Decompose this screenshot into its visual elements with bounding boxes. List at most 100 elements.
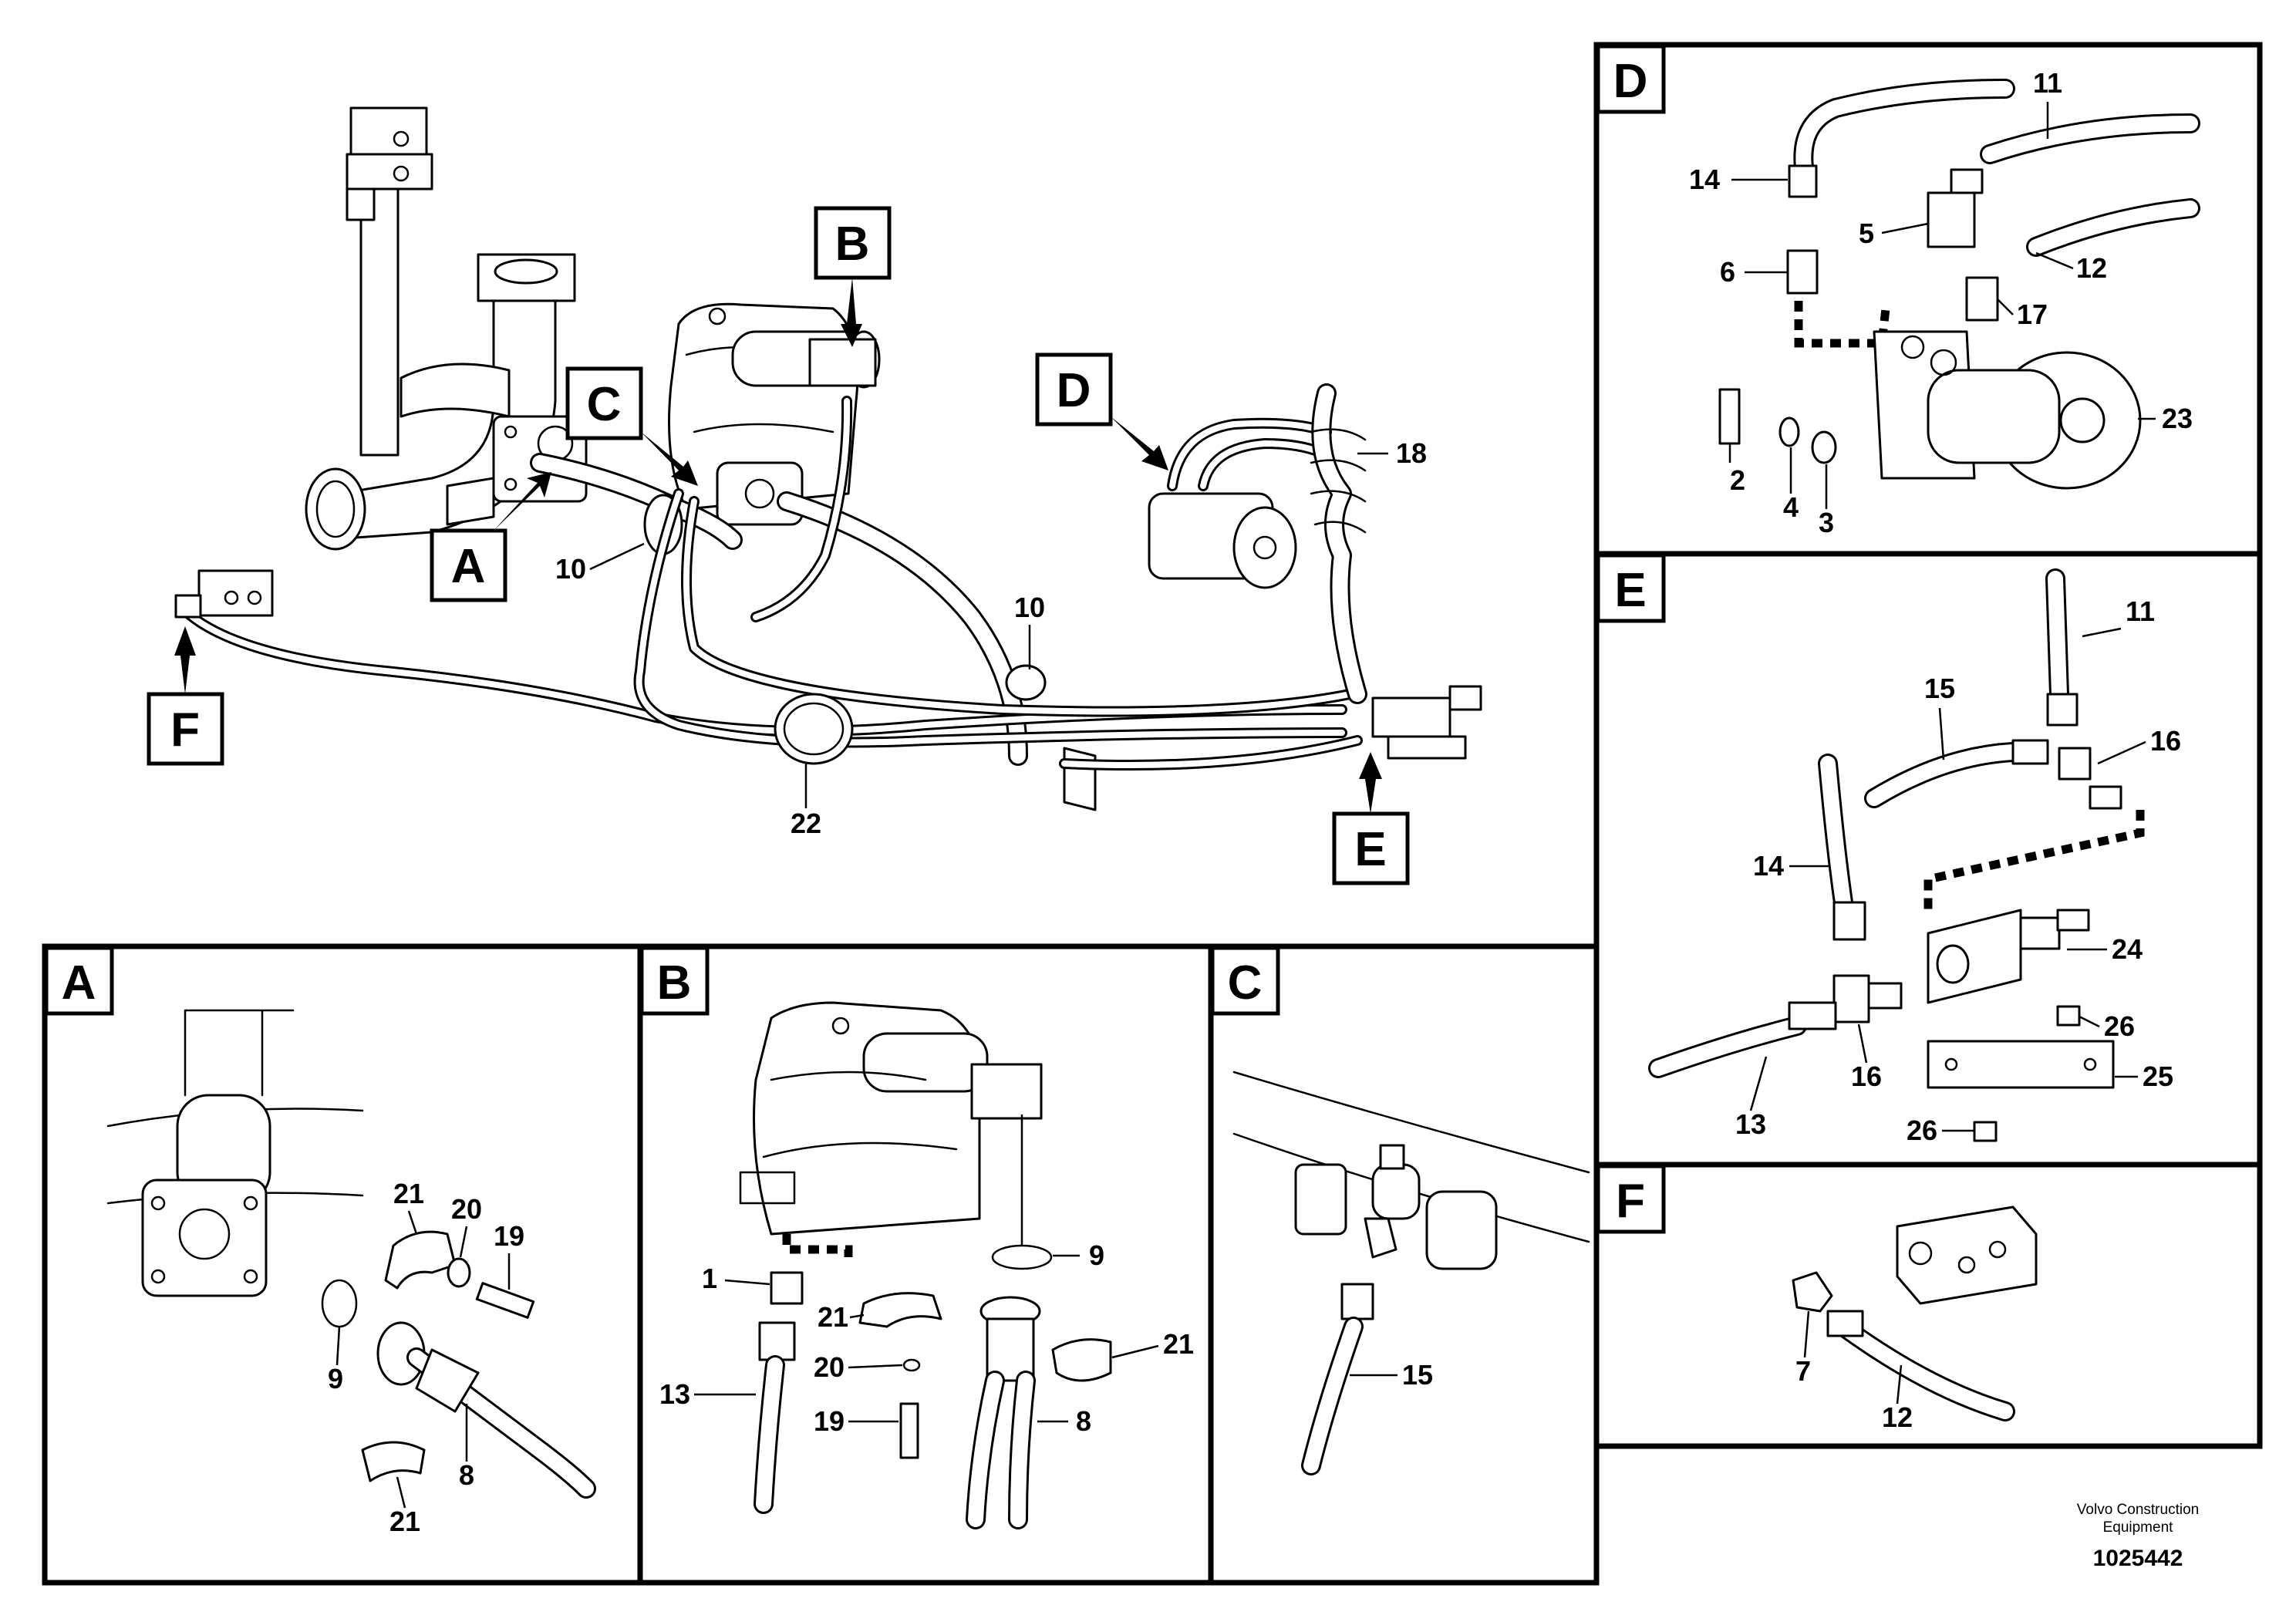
- panel-d-label: D: [1613, 55, 1648, 108]
- main-callouts: A B C D E F 10 10 18 22: [147, 206, 1427, 885]
- panel-e-label-box: [1596, 553, 1666, 623]
- d-part-23: 23: [2162, 403, 2193, 434]
- e-tee-16-lower: [1832, 974, 1870, 1023]
- callout-f-label: F: [170, 703, 200, 757]
- panel-b-label: B: [657, 956, 692, 1010]
- a-part-21-upper: 21: [393, 1178, 424, 1209]
- b-clamp-21-left: [858, 1292, 942, 1328]
- e-tee-16-upper: [2058, 747, 2092, 781]
- panel-b: B 1 9 21: [639, 946, 1194, 1529]
- b-part-19: 19: [814, 1405, 845, 1437]
- e-part-14: 14: [1753, 850, 1784, 882]
- d-part-6: 6: [1720, 256, 1735, 288]
- e-bolt-26-lower: [1973, 1121, 1998, 1142]
- document-number: 1025442: [2093, 1546, 2183, 1571]
- f-part-12: 12: [1882, 1401, 1913, 1433]
- main-view-drawing: [174, 106, 1482, 811]
- b-o-ring-9: [991, 1244, 1053, 1270]
- a-part-8: 8: [459, 1459, 474, 1491]
- callout-d-label: D: [1057, 364, 1091, 417]
- panel-a-label: A: [62, 956, 96, 1010]
- a-o-ring-9: [321, 1279, 358, 1328]
- d-part-12: 12: [2076, 252, 2107, 284]
- c-fitting-15: [1340, 1283, 1374, 1320]
- watermark-line1: Volvo Construction: [2077, 1502, 2199, 1518]
- d-washer-4: [1778, 416, 1800, 447]
- callout-box-f: [147, 692, 224, 766]
- a-bolt-19: [475, 1282, 535, 1319]
- panel-f-frame: [1593, 1162, 2263, 1449]
- pipe-end-left: [305, 467, 366, 551]
- a-clamp-21-upper: [384, 1230, 457, 1290]
- d-part-5: 5: [1859, 218, 1874, 249]
- c-flange-right: [1425, 1190, 1498, 1270]
- callout-c-label: C: [587, 378, 622, 431]
- panel-c-frame: [1208, 943, 1600, 1586]
- d-elbow-17: [1965, 276, 1999, 322]
- panel-c-label: C: [1228, 956, 1263, 1010]
- d-bolt-2: [1718, 388, 1741, 445]
- panel-a-label-box: [44, 946, 114, 1016]
- b-part-13: 13: [659, 1378, 690, 1410]
- c-part-15: 15: [1402, 1359, 1433, 1391]
- e-part-26-lower: 26: [1907, 1114, 1937, 1146]
- d-part-4: 4: [1783, 491, 1799, 523]
- main-part-18: 18: [1396, 437, 1427, 469]
- b-part-9: 9: [1089, 1239, 1104, 1271]
- valve-block-e-main: [1371, 696, 1451, 738]
- e-part-13: 13: [1735, 1108, 1766, 1140]
- callout-box-e: [1332, 811, 1410, 885]
- b-bolt-19: [899, 1402, 919, 1459]
- f-valve-block: [1896, 1206, 2038, 1305]
- b-fitting-13: [758, 1321, 796, 1361]
- a-clamp-21-lower: [361, 1441, 426, 1482]
- e-part-24: 24: [2112, 933, 2143, 965]
- f-part-7: 7: [1795, 1355, 1811, 1387]
- callout-box-d: [1035, 352, 1113, 427]
- panel-e-label: E: [1614, 564, 1646, 617]
- panel-f-label: F: [1616, 1175, 1645, 1228]
- b-clamp-21-right: [1051, 1338, 1112, 1382]
- panel-a-frame: [42, 943, 643, 1586]
- e-part-25: 25: [2143, 1061, 2173, 1092]
- callout-b-label: B: [835, 218, 870, 271]
- callout-a-label: A: [451, 540, 486, 593]
- c-flange-left: [1294, 1163, 1347, 1236]
- panel-c-label-box: [1210, 946, 1280, 1016]
- d-part-3: 3: [1819, 507, 1834, 538]
- b-washer-20: [902, 1358, 921, 1372]
- callout-box-a: [430, 528, 507, 602]
- d-part-2: 2: [1730, 464, 1745, 496]
- e-part-11: 11: [2126, 595, 2155, 627]
- d-ring-3: [1811, 430, 1837, 464]
- c-elbow: [1364, 1217, 1397, 1259]
- main-part-10a: 10: [555, 553, 586, 585]
- f-elbow-7: [1792, 1271, 1833, 1313]
- main-part-22: 22: [791, 808, 821, 839]
- panel-b-label-box: [639, 946, 710, 1016]
- b-part-21-right: 21: [1163, 1328, 1194, 1360]
- e-fitting-14: [1832, 901, 1866, 941]
- e-part-26-upper: 26: [2104, 1010, 2135, 1042]
- b-part-21-left: 21: [818, 1301, 848, 1333]
- d-part-17: 17: [2017, 298, 2048, 330]
- main-part-10b: 10: [1014, 592, 1045, 623]
- callout-box-b: [814, 206, 892, 280]
- panel-d-label-box: [1596, 44, 1666, 114]
- panel-d: D 11 14 5 12 6 17 23: [1596, 44, 2200, 538]
- hose-loop-22: [774, 693, 854, 765]
- e-plate-25: [1927, 1040, 2115, 1089]
- b-part-8: 8: [1076, 1405, 1091, 1437]
- a-washer-20: [447, 1257, 471, 1288]
- e-part-16-upper: 16: [2150, 725, 2181, 757]
- d-part-14: 14: [1689, 164, 1720, 195]
- a-part-21-lower: 21: [389, 1506, 420, 1537]
- panel-frames: [42, 42, 2263, 1586]
- callout-box-c: [565, 366, 643, 440]
- a-part-9: 9: [328, 1363, 343, 1394]
- panel-f: F 7 12: [1596, 1164, 2038, 1433]
- b-part-20: 20: [814, 1351, 845, 1383]
- panel-c: C 15: [1210, 946, 1590, 1475]
- e-bolt-26-upper: [2056, 1005, 2081, 1027]
- b-fitting-1: [770, 1271, 804, 1305]
